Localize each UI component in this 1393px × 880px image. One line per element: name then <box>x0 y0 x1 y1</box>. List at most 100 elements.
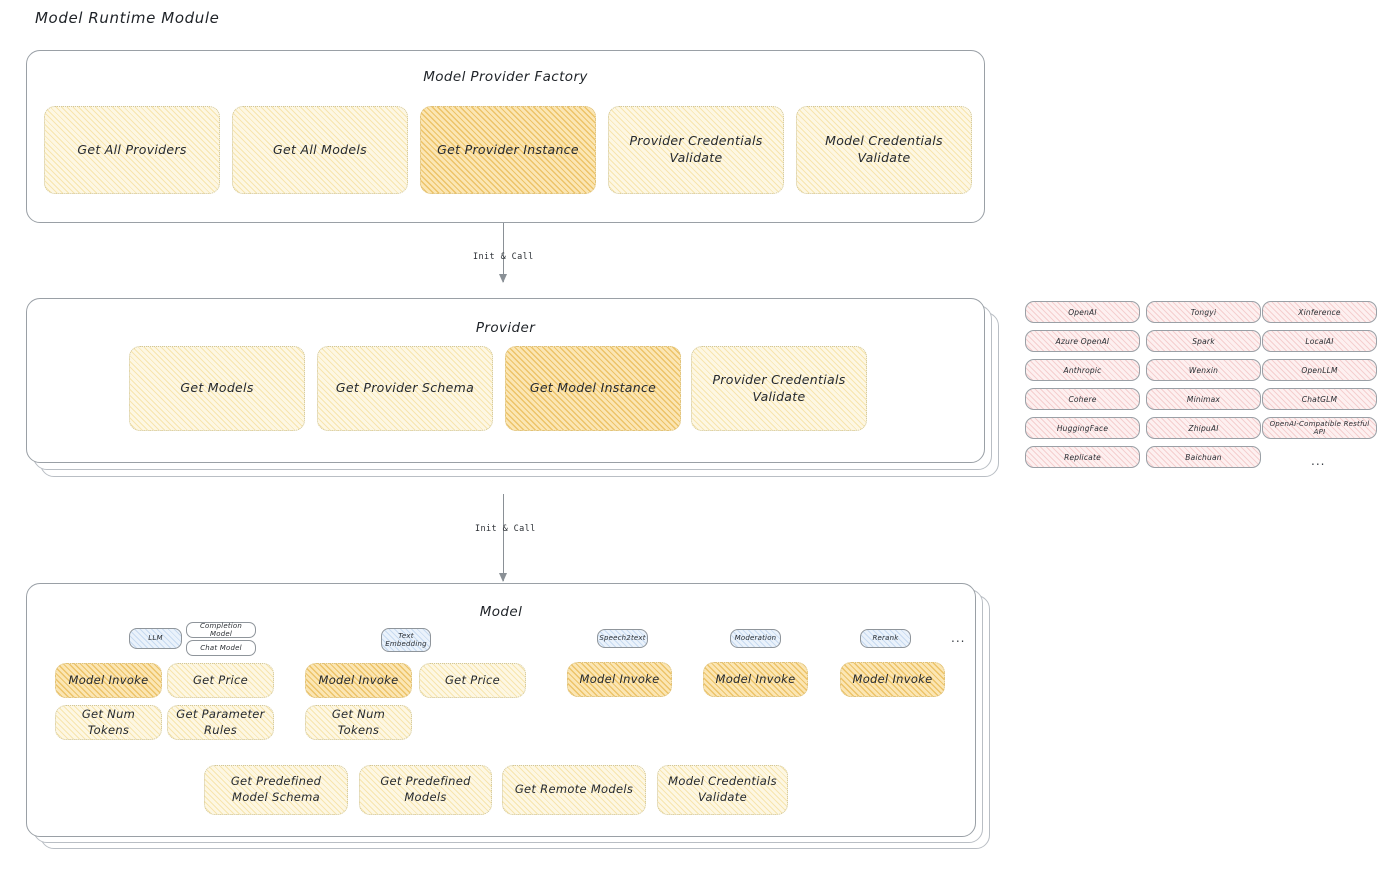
provider-chip-baichuan[interactable]: Baichuan <box>1146 446 1261 468</box>
node-label: Get All Models <box>273 141 367 157</box>
subtype-label: Chat Model <box>200 643 242 652</box>
provider-chip-cohere[interactable]: Cohere <box>1025 388 1140 410</box>
provider-chip-label: ChatGLM <box>1301 394 1338 404</box>
provider-chip-label: Wenxin <box>1188 365 1219 375</box>
arrow-head-icon <box>498 274 507 283</box>
node-provider-credentials-validate[interactable]: Provider Credentials Validate <box>608 106 784 194</box>
provider-chip-label: Anthropic <box>1063 365 1102 375</box>
provider-chip-localai[interactable]: LocalAI <box>1262 330 1377 352</box>
node-llm-get-price[interactable]: Get Price <box>167 663 274 698</box>
node-provider-credentials-validate-2[interactable]: Provider Credentials Validate <box>691 346 867 431</box>
provider-chip-openai-compatible[interactable]: OpenAI-Compatible Restful API <box>1262 417 1377 439</box>
provider-chip-zhipuai[interactable]: ZhipuAI <box>1146 417 1261 439</box>
badge-label: Moderation <box>734 634 777 643</box>
node-label: Get Provider Schema <box>335 380 475 396</box>
model-groups-more-ellipsis: ... <box>951 631 966 645</box>
node-label: Provider Credentials Validate <box>712 371 846 404</box>
node-model-credentials-validate-3[interactable]: Model Credentials Validate <box>657 765 788 815</box>
provider-chip-replicate[interactable]: Replicate <box>1025 446 1140 468</box>
node-label: Get Num Tokens <box>331 706 386 737</box>
node-label: Model Credentials Validate <box>668 774 777 804</box>
node-get-models[interactable]: Get Models <box>129 346 305 431</box>
provider-chip-label: OpenLLM <box>1301 365 1338 375</box>
subtype-label: Completion Model <box>199 621 243 638</box>
node-label: Get Model Instance <box>529 380 657 396</box>
node-label: Get Predefined Model Schema <box>230 774 322 804</box>
model-type-badge-text-embedding[interactable]: Text Embedding <box>381 628 431 652</box>
node-get-predefined-models[interactable]: Get Predefined Models <box>359 765 492 815</box>
provider-chip-huggingface[interactable]: HuggingFace <box>1025 417 1140 439</box>
node-label: Get Models <box>180 380 254 396</box>
provider-list-more-ellipsis: ... <box>1311 454 1326 468</box>
model-container <box>26 583 976 837</box>
provider-chip-minimax[interactable]: Minimax <box>1146 388 1261 410</box>
provider-chip-tongyi[interactable]: Tongyi <box>1146 301 1261 323</box>
provider-chip-label: Tongyi <box>1190 307 1217 317</box>
arrow-stem <box>503 223 505 282</box>
provider-chip-xinference[interactable]: Xinference <box>1262 301 1377 323</box>
badge-label: Text Embedding <box>385 631 427 648</box>
provider-chip-label: ZhipuAI <box>1188 423 1219 433</box>
provider-chip-label: Spark <box>1192 336 1215 346</box>
provider-chip-label: Baichuan <box>1185 452 1222 462</box>
node-label: Get Remote Models <box>514 782 634 797</box>
node-get-provider-instance[interactable]: Get Provider Instance <box>420 106 596 194</box>
provider-chip-label: Replicate <box>1064 452 1101 462</box>
provider-chip-azure-openai[interactable]: Azure OpenAI <box>1025 330 1140 352</box>
node-label: Model Invoke <box>68 672 149 687</box>
model-type-badge-speech2text[interactable]: Speech2text <box>597 629 648 648</box>
provider-chip-label: OpenAI-Compatible Restful API <box>1269 419 1370 436</box>
node-label: Get Predefined Models <box>380 774 471 804</box>
provider-chip-anthropic[interactable]: Anthropic <box>1025 359 1140 381</box>
node-rerank-model-invoke[interactable]: Model Invoke <box>840 662 945 697</box>
node-label: Model Invoke <box>715 671 796 686</box>
provider-title: Provider <box>475 320 536 336</box>
provider-chip-label: Azure OpenAI <box>1055 336 1110 346</box>
node-embedding-model-invoke[interactable]: Model Invoke <box>305 663 412 698</box>
node-label: Get All Providers <box>77 141 187 157</box>
provider-chip-label: OpenAI <box>1068 307 1097 317</box>
node-label: Get Num Tokens <box>81 706 136 737</box>
node-llm-get-num-tokens[interactable]: Get Num Tokens <box>55 705 162 740</box>
node-label: Model Credentials Validate <box>825 133 943 165</box>
node-model-credentials-validate[interactable]: Model Credentials Validate <box>796 106 972 194</box>
provider-chip-wenxin[interactable]: Wenxin <box>1146 359 1261 381</box>
node-label: Provider Credentials Validate <box>629 133 763 165</box>
model-subtype-completion-model[interactable]: Completion Model <box>186 622 256 638</box>
badge-label: Speech2text <box>599 634 646 643</box>
model-type-badge-moderation[interactable]: Moderation <box>730 629 781 648</box>
node-label: Get Price <box>192 672 249 687</box>
page-title: Model Runtime Module <box>35 9 220 27</box>
node-label: Model Invoke <box>579 671 660 686</box>
node-get-remote-models[interactable]: Get Remote Models <box>502 765 646 815</box>
node-embedding-get-num-tokens[interactable]: Get Num Tokens <box>305 705 412 740</box>
provider-chip-label: LocalAI <box>1305 336 1334 346</box>
arrow-label-init-call-2: Init & Call <box>475 524 536 534</box>
model-type-badge-llm[interactable]: LLM <box>129 628 182 649</box>
node-speech2text-model-invoke[interactable]: Model Invoke <box>567 662 672 697</box>
node-embedding-get-price[interactable]: Get Price <box>419 663 526 698</box>
node-get-all-models[interactable]: Get All Models <box>232 106 408 194</box>
node-llm-model-invoke[interactable]: Model Invoke <box>55 663 162 698</box>
provider-chip-label: Xinference <box>1298 307 1341 317</box>
provider-chip-openllm[interactable]: OpenLLM <box>1262 359 1377 381</box>
provider-chip-chatglm[interactable]: ChatGLM <box>1262 388 1377 410</box>
node-get-all-providers[interactable]: Get All Providers <box>44 106 220 194</box>
arrow-stem <box>503 494 505 581</box>
node-get-provider-schema[interactable]: Get Provider Schema <box>317 346 493 431</box>
node-label: Model Invoke <box>852 671 933 686</box>
provider-chip-openai[interactable]: OpenAI <box>1025 301 1140 323</box>
provider-chip-label: Cohere <box>1068 394 1097 404</box>
node-get-predefined-model-schema[interactable]: Get Predefined Model Schema <box>204 765 348 815</box>
model-type-badge-rerank[interactable]: Rerank <box>860 629 911 648</box>
model-subtype-chat-model[interactable]: Chat Model <box>186 640 256 656</box>
node-get-model-instance[interactable]: Get Model Instance <box>505 346 681 431</box>
provider-chip-label: HuggingFace <box>1056 423 1109 433</box>
node-label: Get Provider Instance <box>437 141 579 157</box>
node-moderation-model-invoke[interactable]: Model Invoke <box>703 662 808 697</box>
provider-chip-spark[interactable]: Spark <box>1146 330 1261 352</box>
badge-label: LLM <box>148 634 163 643</box>
node-llm-get-parameter-rules[interactable]: Get Parameter Rules <box>167 705 274 740</box>
model-provider-factory-title: Model Provider Factory <box>423 69 588 85</box>
arrow-label-init-call-1: Init & Call <box>473 252 534 262</box>
